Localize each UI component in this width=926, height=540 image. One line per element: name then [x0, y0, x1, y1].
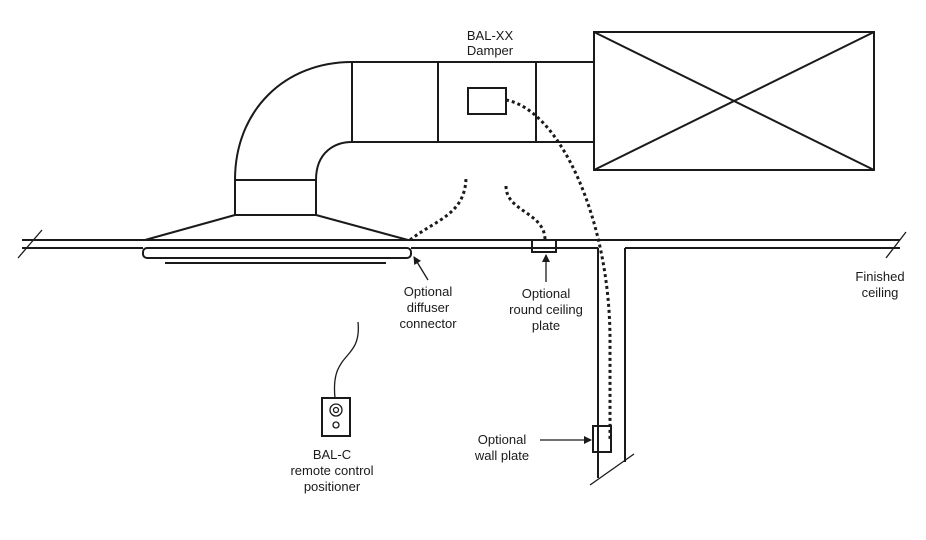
ceiling-diffuser: [142, 214, 412, 264]
ceiling-plate-label-line1: Optional: [522, 286, 571, 301]
damper-label-line2: Damper: [467, 43, 514, 58]
round-ceiling-plate: [531, 239, 557, 253]
wall-plate-label-line2: wall plate: [474, 448, 529, 463]
finished-ceiling-label-line1: Finished: [855, 269, 904, 284]
air-handler-unit: [593, 31, 875, 171]
cable-route-ceiling-plate: [504, 185, 547, 241]
supply-duct: [351, 61, 594, 143]
ceiling-plate-label-line2: round ceiling: [509, 302, 583, 317]
remote-label-line3: positioner: [304, 479, 361, 494]
finished-ceiling-label-line2: ceiling: [862, 285, 899, 300]
wall-plate: [592, 425, 612, 453]
wall-plate-label-line1: Optional: [478, 432, 527, 447]
diffuser-connector-arrow: [413, 256, 429, 281]
cable-route-diffuser: [409, 177, 468, 242]
diffuser-connector-label-line1: Optional: [404, 284, 453, 299]
diffuser-connector-label-line3: connector: [399, 316, 457, 331]
remote-label-line2: remote control: [290, 463, 373, 478]
duct-elbow: [234, 61, 353, 216]
damper-actuator: [467, 87, 507, 115]
diffuser-connector-label-line2: diffuser: [407, 300, 450, 315]
remote-label-line1: BAL-C: [313, 447, 351, 462]
ceiling-plate-label-line3: plate: [532, 318, 560, 333]
remote-control-positioner: [321, 321, 359, 437]
wall: [589, 248, 635, 486]
damper-label-line1: BAL-XX: [467, 28, 514, 43]
cable-route-to-wall-plate: [505, 98, 612, 440]
finished-ceiling: [17, 229, 907, 259]
